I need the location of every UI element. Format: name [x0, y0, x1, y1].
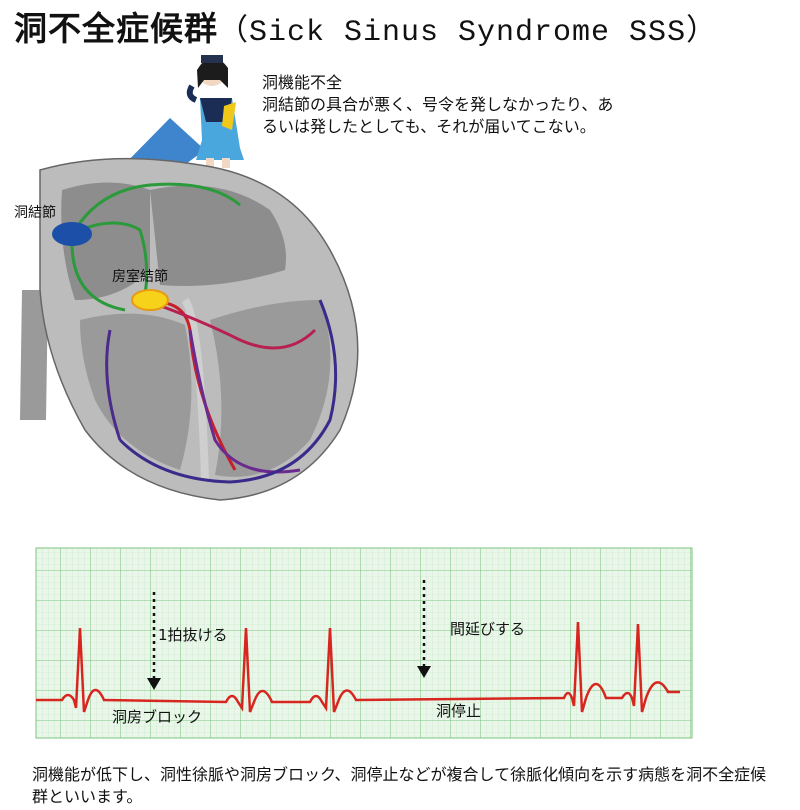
description-block: 洞機能不全 洞結節の具合が悪く、号令を発しなかったり、あるいは発したとしても、そ…: [262, 72, 622, 138]
footer-text: 洞機能が低下し、洞性徐脈や洞房ブロック、洞停止などが複合して徐脈化傾向を示す病態…: [32, 765, 767, 806]
sinus-node-marker: [52, 222, 92, 246]
label-sinus-arrest: 洞停止: [436, 702, 482, 720]
title-english: （Sick Sinus Syndrome SSS）: [218, 16, 718, 50]
label-sinus-node: 洞結節: [14, 205, 56, 221]
label-sinoatrial-block: 洞房ブロック: [112, 708, 203, 726]
right-atrium: [61, 182, 150, 300]
title-japanese: 洞不全症候群: [14, 9, 218, 48]
ecg-trace: [36, 621, 680, 713]
av-node-marker: [131, 289, 169, 311]
label-dropped-beat: 1拍抜ける: [158, 626, 228, 644]
description-heading: 洞機能不全: [262, 73, 343, 92]
left-ventricle: [210, 300, 331, 477]
left-atrium: [150, 185, 286, 286]
description-body: 洞結節の具合が悪く、号令を発しなかったり、あるいは発したとしても、それが届いてこ…: [262, 95, 614, 136]
label-av-node: 房室結節: [112, 269, 168, 285]
page-title: 洞不全症候群（Sick Sinus Syndrome SSS）: [14, 2, 717, 50]
label-prolonged: 間延びする: [450, 620, 526, 638]
